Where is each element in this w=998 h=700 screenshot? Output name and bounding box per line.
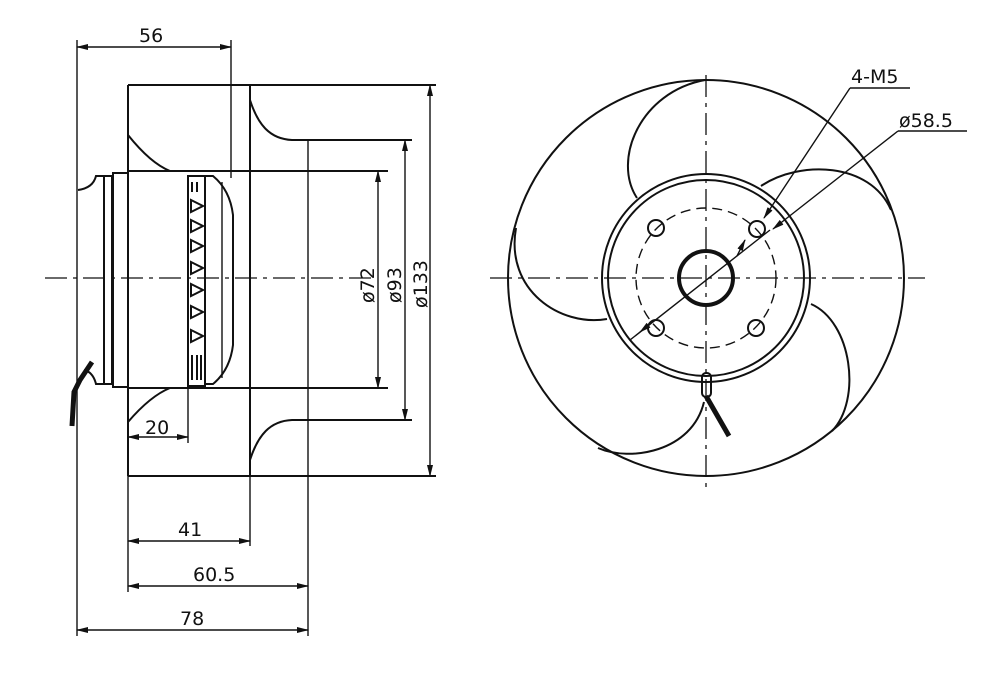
hub-outer-circle	[601, 173, 811, 383]
callout-4-m5: 4-M5	[736, 66, 910, 257]
hub-inner-circle	[607, 179, 805, 377]
callout-dia-58-5: ø58.5	[629, 110, 967, 341]
dimension-78: 78	[76, 608, 309, 633]
dim-label-dia-133: ø133	[410, 260, 432, 308]
dimension-dia-72: ø72	[357, 170, 381, 389]
dim-label-dia-93: ø93	[384, 267, 406, 303]
hole-icon	[647, 219, 665, 237]
impeller-side	[127, 84, 436, 477]
front-view: 4-M5 ø58.5	[490, 66, 967, 492]
dimension-dia-133: ø133	[410, 84, 433, 477]
dimension-60-5: 60.5	[127, 564, 309, 589]
bolt-circle	[635, 207, 777, 349]
hole-icon	[748, 220, 766, 238]
dimension-dia-93: ø93	[384, 139, 408, 421]
cooling-fins	[190, 182, 206, 380]
dimension-56: 56	[76, 25, 232, 50]
dimension-20: 20	[127, 417, 189, 440]
extension-lines	[76, 40, 309, 636]
dim-label-78: 78	[180, 608, 204, 630]
dim-label-60-5: 60.5	[193, 564, 235, 586]
dim-label-56: 56	[139, 25, 163, 47]
dim-label-20: 20	[145, 417, 169, 439]
motor-side	[69, 172, 234, 427]
impeller-outer-circle	[507, 79, 905, 477]
cable-icon	[703, 394, 732, 438]
hole-icon	[647, 319, 665, 337]
side-view: 56 20 41 60.5 78 ø72 ø93 ø133	[45, 25, 436, 636]
callout-label-4-m5: 4-M5	[851, 66, 898, 88]
cable-icon	[69, 360, 95, 427]
hole-icon	[747, 319, 765, 337]
dim-label-41: 41	[178, 519, 202, 541]
callout-label-dia-58-5: ø58.5	[899, 110, 953, 132]
dim-label-dia-72: ø72	[357, 267, 379, 303]
impeller-blades	[513, 79, 892, 455]
dimension-41: 41	[127, 519, 251, 544]
shaft-circle	[677, 249, 735, 307]
